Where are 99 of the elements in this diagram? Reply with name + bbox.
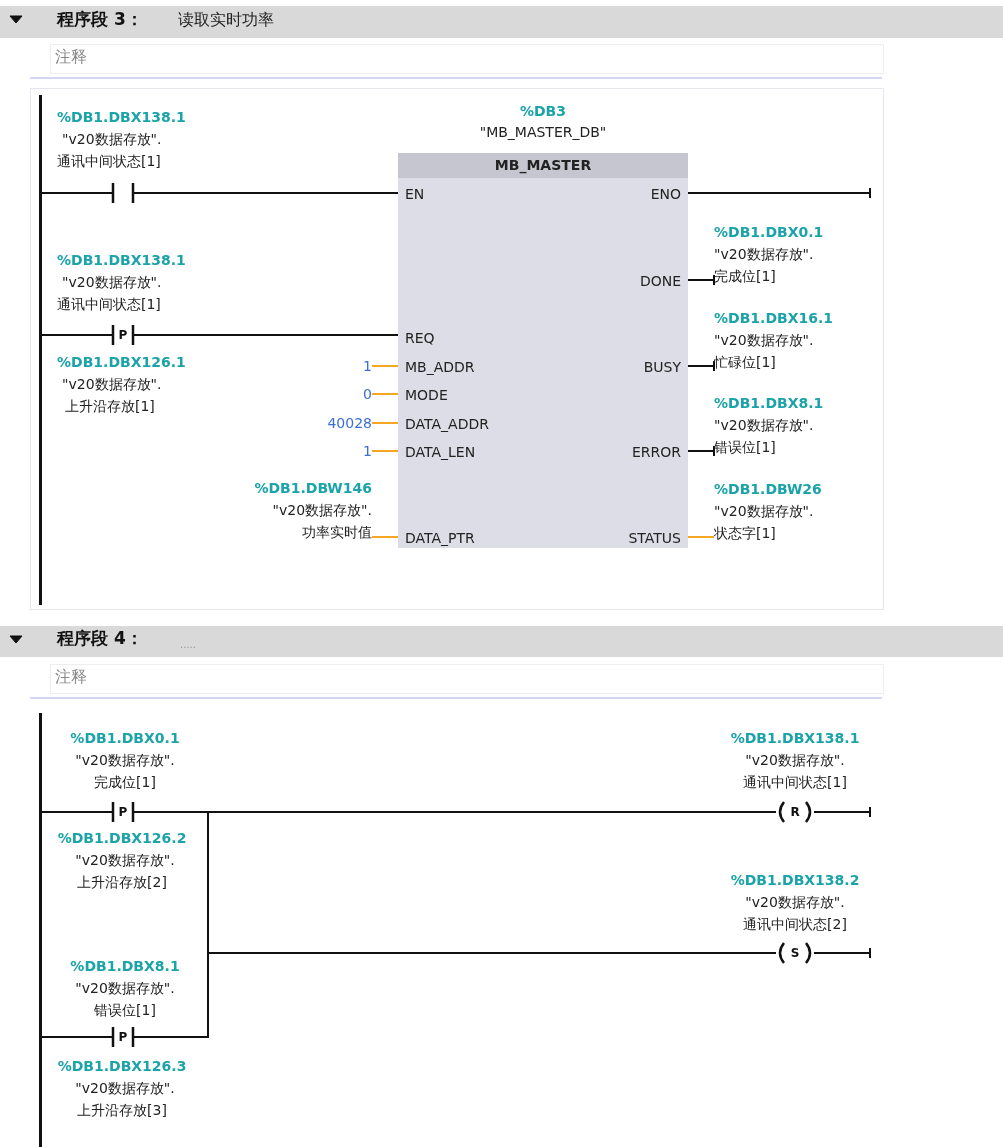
tag-name: "v20数据存放". [745, 893, 845, 911]
contact-symbol [112, 183, 134, 203]
power-rail [39, 95, 42, 605]
instance-name: "MB_MASTER_DB" [479, 123, 607, 141]
comment-placeholder: 注释 [55, 668, 87, 686]
wire [41, 1036, 113, 1038]
comment-placeholder: 注释 [55, 48, 87, 66]
tag-name: "v20数据存放". [75, 1079, 175, 1097]
parameter-value: 1 [322, 357, 372, 375]
wire [813, 806, 871, 818]
symbol-letter: S [789, 946, 801, 960]
tag-name: "v20数据存放". [714, 502, 814, 520]
pin-label: MB_ADDR [405, 358, 475, 376]
wire [371, 422, 399, 424]
wire [687, 274, 715, 286]
tag-name: "v20数据存放". [75, 851, 175, 869]
tag-name: 上升沿存放[3] [77, 1101, 167, 1119]
section-heading: 程序段 4： [57, 629, 143, 647]
pin-label: DATA_PTR [405, 529, 475, 547]
symbol-letter: R [789, 805, 801, 819]
pin-label: BUSY [643, 358, 681, 376]
tag-name: "v20数据存放". [714, 416, 814, 434]
tag-name: "v20数据存放". [62, 130, 162, 148]
tag-name: 上升沿存放[2] [77, 873, 167, 891]
operand-address: %DB1.DBX8.1 [714, 394, 824, 412]
operand-address: %DB1.DBX138.1 [57, 251, 186, 269]
pin-label: DATA_LEN [405, 443, 476, 461]
wire [687, 360, 715, 372]
symbol-letter: P [117, 805, 129, 819]
wire [133, 334, 399, 336]
pin-label: ENO [650, 185, 681, 203]
tag-name: "v20数据存放". [714, 331, 814, 349]
wire [371, 393, 399, 395]
wire [371, 365, 399, 367]
pin-label: EN [405, 185, 425, 203]
wire [133, 192, 399, 194]
tag-name: "v20数据存放". [75, 751, 175, 769]
tag-name: 状态字[1] [714, 524, 776, 542]
tag-name: "v20数据存放". [745, 751, 845, 769]
pin-label: STATUS [628, 529, 681, 547]
operand-address: %DB1.DBX126.2 [57, 829, 187, 847]
wire [41, 334, 113, 336]
operand-address: %DB1.DBX0.1 [70, 729, 180, 747]
operand-address: %DB1.DBX138.2 [730, 871, 860, 889]
wire [687, 536, 715, 538]
symbol-letter: P [117, 1030, 129, 1044]
block-title: MB_MASTER [398, 153, 688, 178]
wire [41, 811, 113, 813]
tag-name: 通讯中间状态[2] [743, 915, 847, 933]
coil-symbol [776, 801, 814, 823]
tag-name: "v20数据存放". [75, 979, 175, 997]
tag-name: "v20数据存放". [62, 375, 162, 393]
tag-name: "v20数据存放". [714, 245, 814, 263]
tag-name: 完成位[1] [714, 267, 776, 285]
wire [133, 952, 777, 1038]
pin-label: DONE [639, 272, 681, 290]
section-heading: 程序段 3： [57, 10, 143, 28]
wire [813, 947, 871, 959]
contact-symbol [112, 325, 134, 345]
tag-name: 通讯中间状态[1] [57, 152, 161, 170]
section-title: 读取实时功率 [178, 11, 274, 29]
parameter-value: 1 [322, 442, 372, 460]
coil-symbol [776, 942, 814, 964]
tag-name: "v20数据存放". [272, 501, 372, 519]
tag-name: 完成位[1] [94, 773, 156, 791]
power-rail [39, 713, 42, 1147]
parameter-value: 40028 [300, 414, 372, 432]
pin-label: ERROR [631, 443, 681, 461]
wire [371, 450, 399, 452]
tag-name: 错误位[1] [714, 438, 776, 456]
operand-address: %DB1.DBX126.1 [57, 353, 186, 371]
wire [687, 187, 871, 199]
tag-name: "v20数据存放". [62, 273, 162, 291]
section-title: ..... [180, 638, 196, 652]
operand-address: %DB1.DBX8.1 [70, 957, 180, 975]
operand-address: %DB1.DBX138.1 [730, 729, 860, 747]
operand-address: %DB1.DBX16.1 [714, 309, 833, 327]
parameter-value: 0 [322, 385, 372, 403]
tag-name: 通讯中间状态[1] [743, 773, 847, 791]
contact-symbol [112, 1027, 134, 1047]
pin-label: MODE [405, 386, 448, 404]
tag-name: 功率实时值 [302, 523, 372, 541]
wire [371, 536, 399, 538]
tag-name: 忙碌位[1] [714, 353, 776, 371]
operand-address: %DB1.DBW146 [254, 479, 372, 497]
symbol-letter: P [117, 328, 129, 342]
tag-name: 错误位[1] [94, 1001, 156, 1019]
instance-address: %DB3 [519, 102, 567, 120]
tag-name: 上升沿存放[1] [65, 397, 155, 415]
operand-address: %DB1.DBX138.1 [57, 108, 186, 126]
tag-name: 通讯中间状态[1] [57, 295, 161, 313]
operand-address: %DB1.DBX0.1 [714, 223, 824, 241]
pin-label: DATA_ADDR [405, 415, 489, 433]
operand-address: %DB1.DBW26 [714, 480, 822, 498]
wire [41, 192, 113, 194]
contact-symbol [112, 802, 134, 822]
pin-label: REQ [405, 329, 435, 347]
wire [687, 445, 715, 457]
operand-address: %DB1.DBX126.3 [57, 1057, 187, 1075]
